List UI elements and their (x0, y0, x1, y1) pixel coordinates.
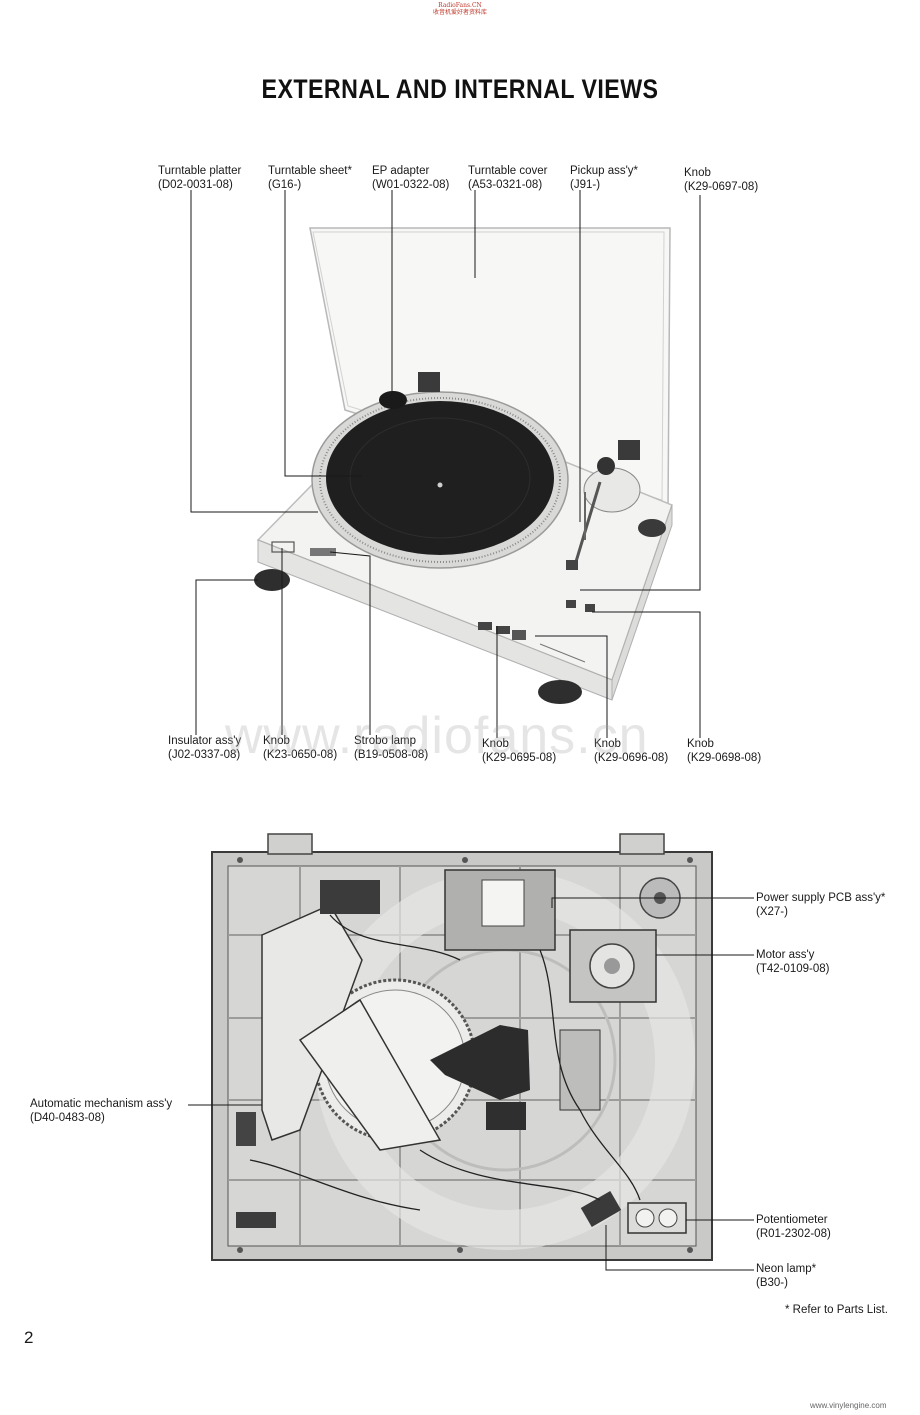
label-pickup-assy: Pickup ass'y* (J91-) (570, 165, 639, 191)
site-name: RadioFans.CN (438, 2, 482, 9)
label-ep-adapter: EP adapter (W01-0322-08) (372, 165, 450, 191)
label-turntable-cover: Turntable cover (A53-0321-08) (468, 165, 548, 191)
footer-url: www.vinylengine.com (810, 1401, 887, 1410)
label-insulator-assy: Insulator ass'y (J02-0337-08) (168, 735, 242, 761)
page-title: EXTERNAL AND INTERNAL VIEWS (261, 74, 659, 104)
page-number: 2 (24, 1328, 34, 1347)
label-knob-k23-0650: Knob (K23-0650-08) (263, 735, 338, 761)
watermark: www.radiofans.cn (225, 707, 649, 765)
tonearm (573, 481, 602, 566)
label-motor-assy: Motor ass'y (T42-0109-08) (756, 949, 830, 975)
label-knob-k29-0695: Knob (K29-0695-08) (482, 738, 557, 764)
hinge-right (618, 440, 640, 460)
footnote: * Refer to Parts List. (785, 1304, 888, 1316)
spindle (437, 482, 443, 488)
turntable-sheet-shape (326, 401, 554, 555)
ep-adapter-shape (379, 391, 407, 409)
label-knob-k29-0697: Knob (K29-0697-08) (684, 167, 759, 193)
counterweight (597, 457, 615, 475)
mechanism-block (320, 880, 380, 914)
foot-left-front (254, 569, 290, 591)
label-power-supply-pcb: Power supply PCB ass'y* (X27-) (756, 892, 886, 918)
label-knob-k29-0698: Knob (K29-0698-08) (687, 738, 762, 764)
neon-lamp-shape (580, 1190, 622, 1228)
label-neon-lamp: Neon lamp* (B30-) (756, 1263, 817, 1289)
site-header: RadioFans.CN 收音机爱好者资料库 (0, 2, 920, 16)
label-automatic-mechanism: Automatic mechanism ass'y (D40-0483-08) (30, 1098, 173, 1124)
dark-plate (430, 1025, 530, 1100)
label-turntable-platter: Turntable platter (D02-0031-08) (158, 165, 242, 191)
foot-right-front (538, 680, 582, 704)
foot-right-back (638, 519, 666, 537)
knob-shape-left (271, 541, 295, 553)
headshell (566, 560, 578, 570)
strobo-lamp-shape (310, 548, 336, 556)
label-knob-k29-0696: Knob (K29-0696-08) (594, 738, 669, 764)
label-strobo-lamp: Strobo lamp (B19-0508-08) (354, 735, 429, 761)
site-subtitle: 收音机爱好者资料库 (432, 9, 487, 16)
hinge-left (418, 372, 440, 392)
label-potentiometer: Potentiometer (R01-2302-08) (756, 1214, 831, 1240)
label-turntable-sheet: Turntable sheet* (G16-) (268, 165, 352, 191)
